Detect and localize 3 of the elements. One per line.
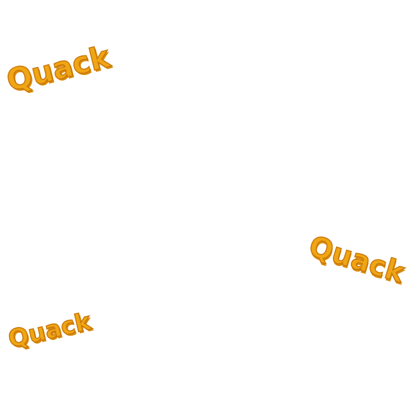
word-label: Quack	[306, 232, 408, 288]
word-label: Quack	[6, 309, 94, 352]
word-label: Quack	[4, 42, 113, 98]
